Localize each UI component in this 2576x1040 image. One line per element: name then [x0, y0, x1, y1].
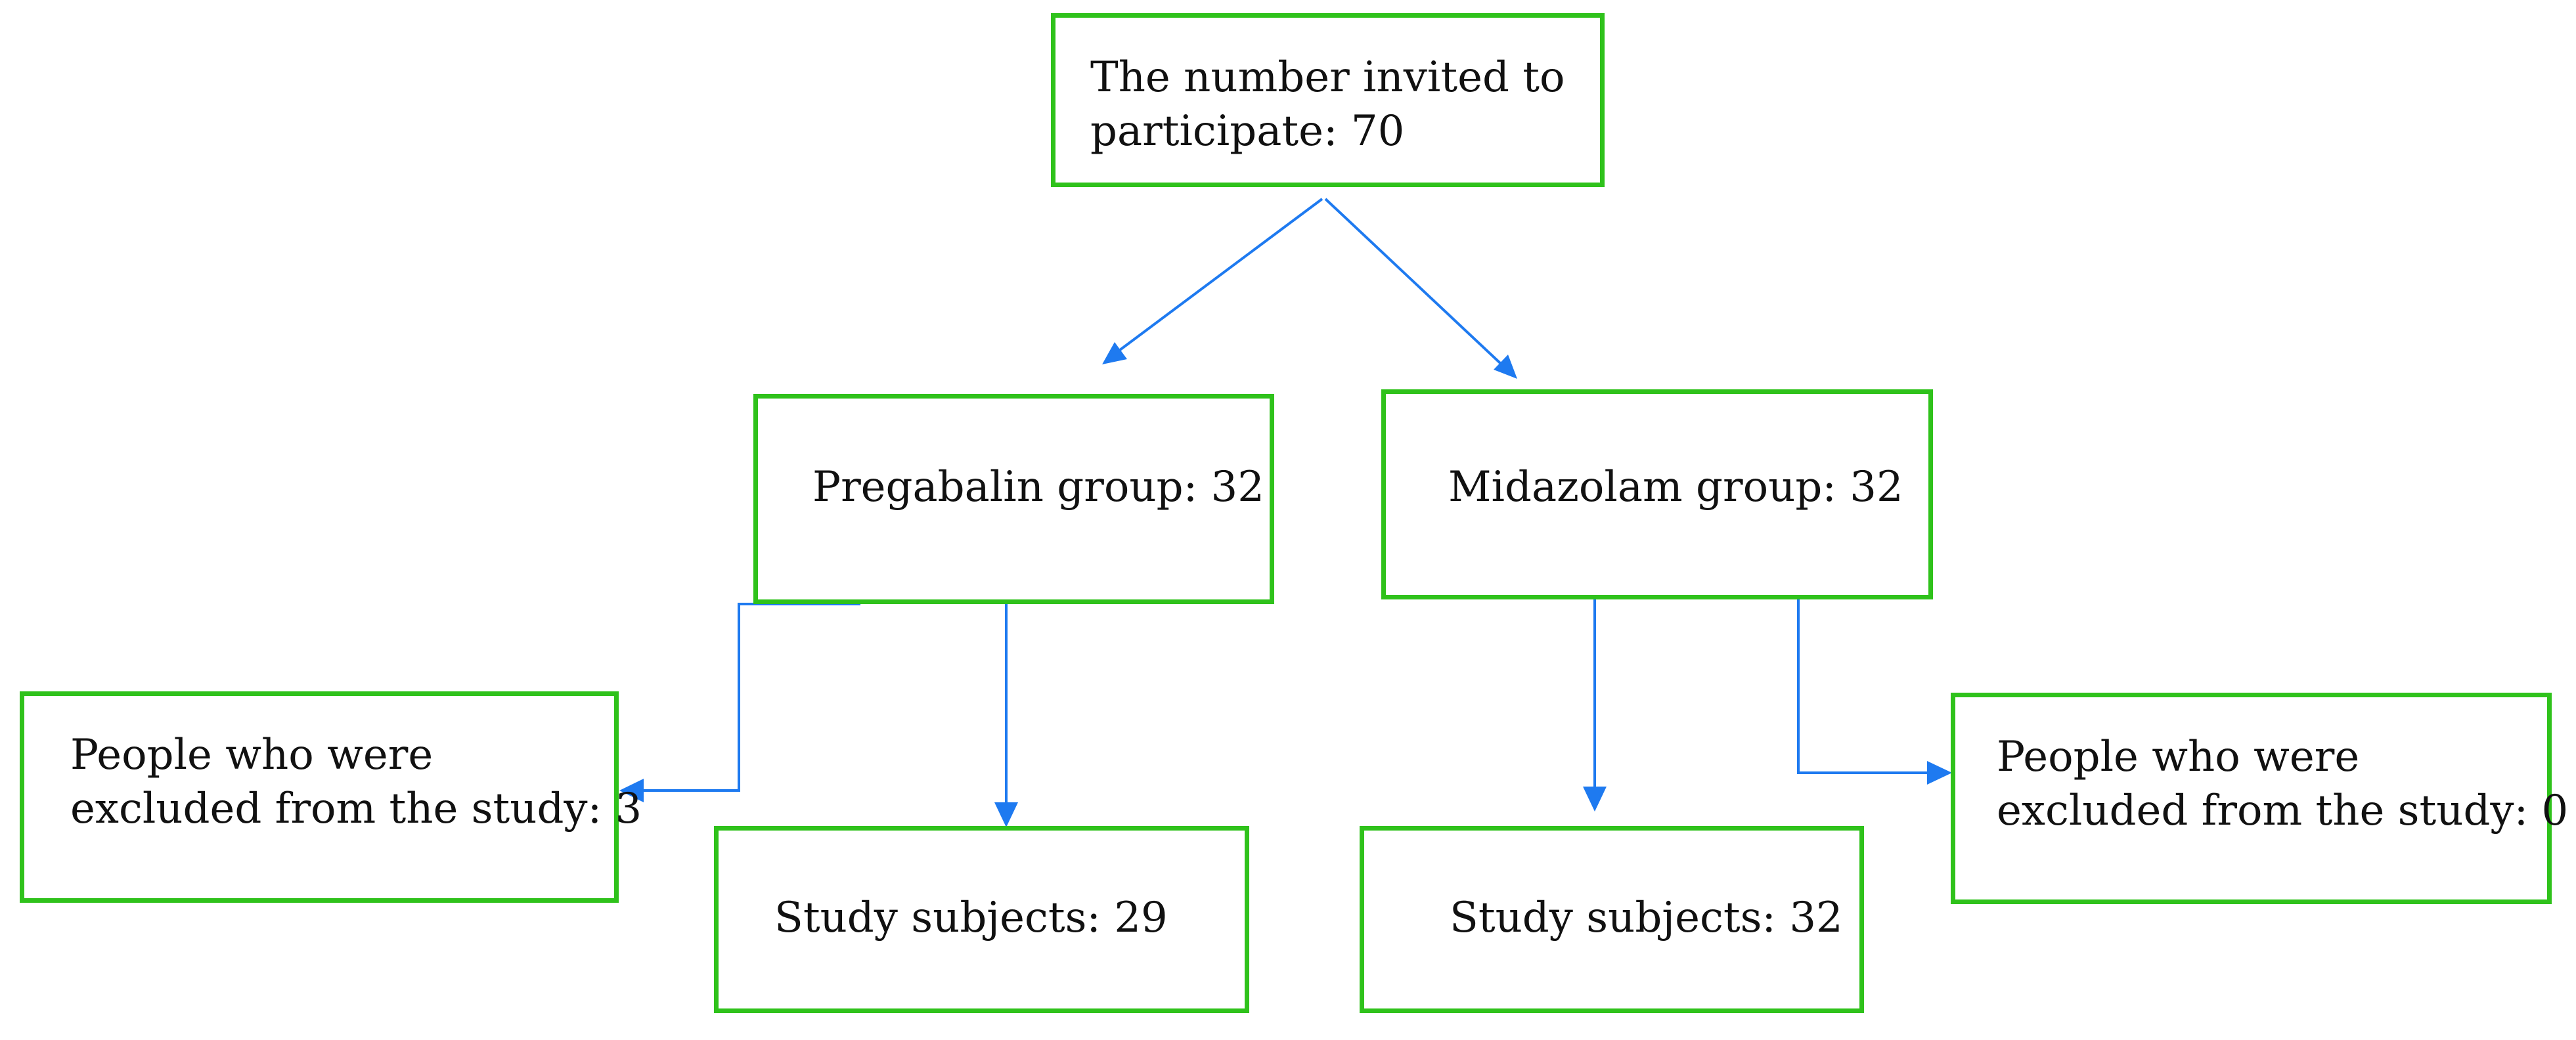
- arrowhead-pregabalin-subjects: [994, 802, 1018, 827]
- pregabalin-group-label: Pregabalin group: 32: [812, 463, 1264, 511]
- midazolam-group-box: Midazolam group: 32: [1381, 389, 1933, 599]
- invited-line-2: participate: 70: [1090, 107, 1405, 156]
- pregabalin-excluded-line-2: excluded from the study: 3: [70, 785, 642, 833]
- invited-text: The number invited to participate: 70: [1090, 51, 1565, 158]
- invited-line-1: The number invited to: [1090, 53, 1565, 102]
- midazolam-subjects-box: Study subjects: 32: [1360, 826, 1864, 1013]
- pregabalin-excluded-text: People who were excluded from the study:…: [70, 728, 642, 836]
- arrow-pregabalin-to-excluded: [640, 603, 860, 792]
- arrowhead-midazolam: [1494, 355, 1517, 379]
- midazolam-group-label: Midazolam group: 32: [1448, 463, 1903, 511]
- midazolam-excluded-line-2: excluded from the study: 0: [1997, 787, 2569, 835]
- midazolam-excluded-text: People who were excluded from the study:…: [1997, 730, 2568, 838]
- pregabalin-excluded-line-1: People who were: [70, 731, 433, 779]
- pregabalin-excluded-box: People who were excluded from the study:…: [20, 691, 642, 903]
- invited-box: The number invited to participate: 70: [1051, 13, 1605, 187]
- arrow-invited-to-midazolam: [1324, 198, 1512, 374]
- arrowhead-pregabalin-excluded: [619, 779, 644, 802]
- arrowhead-midazolam-subjects: [1583, 787, 1607, 812]
- pregabalin-subjects-box: Study subjects: 29: [714, 826, 1249, 1013]
- arrowhead-pregabalin: [1102, 342, 1127, 364]
- pregabalin-group-box: Pregabalin group: 32: [753, 394, 1274, 604]
- midazolam-subjects-label: Study subjects: 32: [1450, 894, 1843, 942]
- midazolam-excluded-box: People who were excluded from the study:…: [1951, 693, 2568, 904]
- arrow-invited-to-pregabalin: [1105, 198, 1323, 361]
- pregabalin-subjects-label: Study subjects: 29: [774, 894, 1168, 942]
- arrow-midazolam-to-excluded: [1797, 599, 1930, 774]
- midazolam-excluded-line-1: People who were: [1997, 733, 2360, 781]
- arrowhead-midazolam-excluded: [1927, 761, 1952, 785]
